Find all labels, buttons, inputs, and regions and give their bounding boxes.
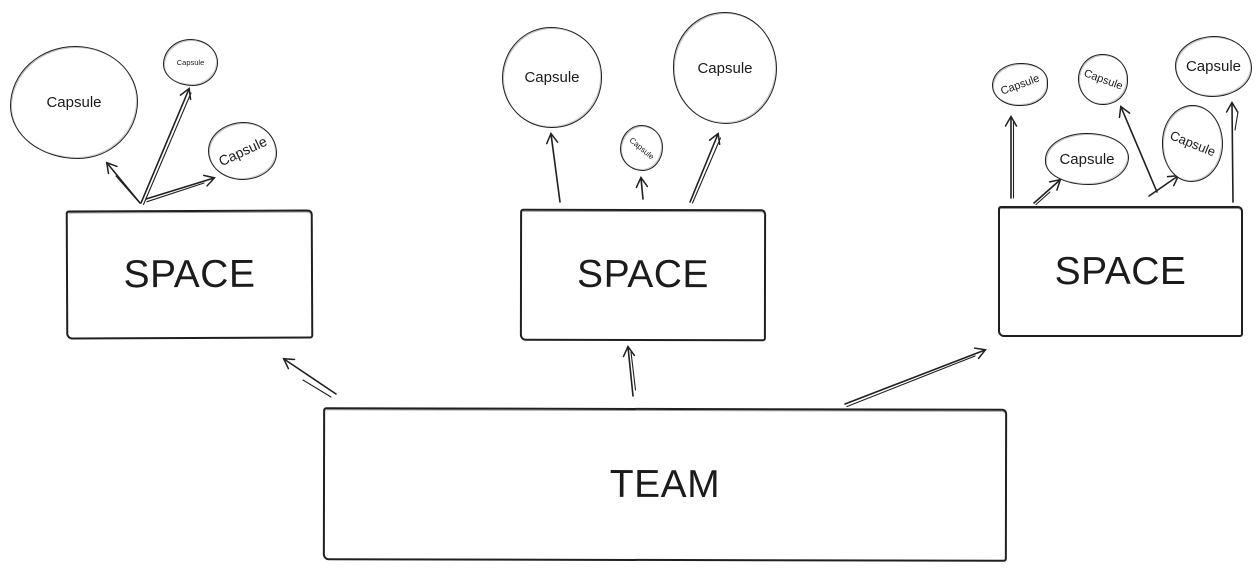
- arrow-team-to-space-2[interactable]: [622, 345, 637, 397]
- arrow-space1-to-capsule-3[interactable]: [145, 174, 216, 203]
- capsule-node[interactable]: Capsule: [1175, 36, 1252, 97]
- capsule-node[interactable]: Capsule: [1078, 54, 1128, 105]
- arrow-space1-to-capsule-1[interactable]: [105, 161, 141, 204]
- space-box-1[interactable]: SPACE: [65, 209, 314, 340]
- space-label: SPACE: [577, 252, 709, 297]
- space-box-3[interactable]: SPACE: [998, 206, 1243, 337]
- capsule-node[interactable]: Capsule: [673, 12, 777, 124]
- space-label: SPACE: [1054, 249, 1187, 293]
- space-box-2[interactable]: SPACE: [519, 208, 767, 342]
- team-label: TEAM: [609, 462, 721, 506]
- capsule-label: Capsule: [1167, 127, 1218, 160]
- capsule-node[interactable]: Capsule: [1045, 133, 1129, 185]
- capsule-label: Capsule: [176, 58, 205, 67]
- capsule-label: Capsule: [1081, 66, 1125, 93]
- capsule-label: Capsule: [46, 94, 102, 111]
- capsule-label: Capsule: [998, 71, 1042, 98]
- arrow-space2-to-capsule-1[interactable]: [545, 132, 561, 203]
- capsule-node[interactable]: Capsule: [1162, 105, 1223, 182]
- arrow-space3-to-capsule-3[interactable]: [1225, 101, 1239, 203]
- arrow-space3-to-capsule-1[interactable]: [1004, 115, 1018, 199]
- capsule-label: Capsule: [627, 135, 656, 161]
- capsule-node[interactable]: Capsule: [163, 39, 218, 86]
- arrow-space1-to-capsule-2[interactable]: [140, 87, 192, 206]
- capsule-node[interactable]: Capsule: [620, 125, 663, 171]
- arrow-team-to-space-3[interactable]: [844, 347, 987, 408]
- capsule-label: Capsule: [524, 69, 580, 86]
- arrow-space3-to-capsule-4[interactable]: [1033, 178, 1062, 206]
- capsule-node[interactable]: Capsule: [502, 27, 602, 128]
- arrow-space3-to-capsule-2[interactable]: [1118, 105, 1158, 193]
- space-label: SPACE: [123, 252, 256, 296]
- capsule-node[interactable]: Capsule: [992, 63, 1048, 106]
- arrow-team-to-space-1[interactable]: [282, 357, 337, 398]
- arrow-space2-to-capsule-3[interactable]: [689, 132, 722, 204]
- capsule-node[interactable]: Capsule: [208, 122, 277, 180]
- capsule-label: Capsule: [1185, 58, 1242, 75]
- capsule-label: Capsule: [1059, 150, 1115, 168]
- team-box[interactable]: TEAM: [322, 407, 1008, 562]
- capsule-node[interactable]: Capsule: [10, 46, 138, 159]
- arrow-space3-to-capsule-5[interactable]: [1148, 174, 1180, 197]
- capsule-label: Capsule: [697, 59, 753, 77]
- arrow-space2-to-capsule-2[interactable]: [635, 176, 649, 200]
- capsule-label: Capsule: [215, 132, 270, 170]
